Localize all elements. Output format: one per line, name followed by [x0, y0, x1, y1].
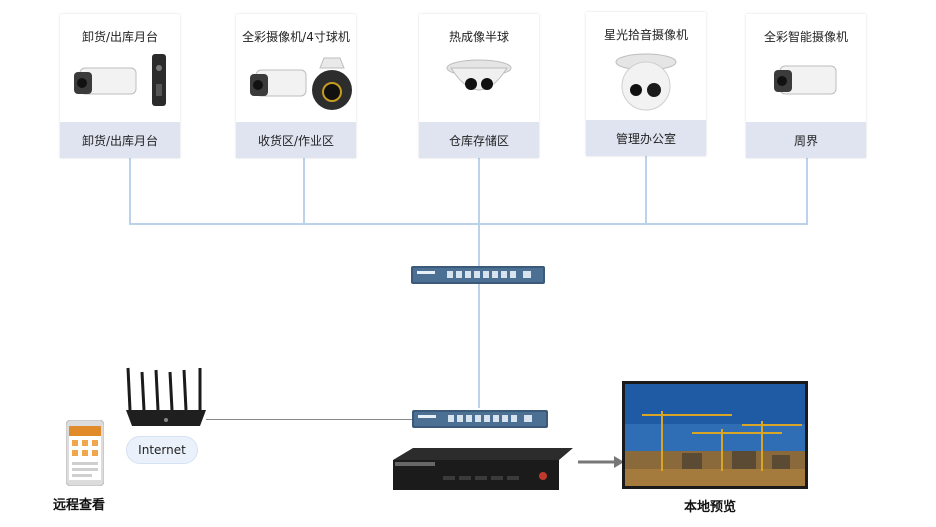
camera-card-4[interactable]: 星光拾音摄像机 管理办公室	[586, 12, 706, 156]
camera-4-location: 管理办公室	[586, 120, 706, 156]
camera-1-location: 卸货/出库月台	[60, 122, 180, 158]
camera-3-location: 仓库存储区	[419, 122, 539, 158]
nvr-recorder-icon	[393, 448, 573, 490]
turret-camera-icon	[615, 53, 677, 111]
camera-5-drop-line	[806, 158, 808, 224]
camera-5-location: 周界	[746, 122, 866, 158]
switch-to-switch-line	[478, 284, 480, 408]
thermal-dome-camera-icon	[446, 59, 512, 91]
camera-3-drop-line	[478, 158, 480, 268]
network-switch-icon	[412, 410, 548, 428]
camera-card-2[interactable]: 全彩摄像机/4寸球机 收货区/作业区	[236, 14, 356, 158]
camera-1-drop-line	[129, 158, 131, 224]
local-preview-caption: 本地预览	[684, 500, 737, 515]
wifi-router-icon	[126, 367, 206, 426]
camera-card-5[interactable]: 全彩智能摄像机 周界	[746, 14, 866, 158]
network-switch-icon	[411, 266, 545, 284]
camera-2-drop-line	[303, 158, 305, 224]
internet-cloud: Internet	[126, 436, 198, 464]
camera-4-drop-line	[645, 156, 647, 224]
bullet-camera-icon	[774, 65, 837, 95]
camera-card-1[interactable]: 卸货/出库月台 卸货/出库月台	[60, 14, 180, 158]
remote-view-caption: 远程查看	[53, 498, 106, 513]
camera-bus-line	[129, 223, 808, 225]
camera-4-title: 星光拾音摄像机	[603, 28, 688, 42]
bullet-and-dome-camera-icon	[250, 57, 352, 110]
camera-3-title: 热成像半球	[448, 30, 509, 44]
camera-5-title: 全彩智能摄像机	[763, 30, 848, 44]
internet-label: Internet	[138, 443, 186, 457]
camera-2-location: 收货区/作业区	[236, 122, 356, 158]
display-monitor-icon	[622, 381, 808, 489]
bullet-camera-and-panel-icon	[74, 54, 166, 106]
camera-1-title: 卸货/出库月台	[81, 30, 159, 44]
camera-2-title: 全彩摄像机/4寸球机	[242, 30, 350, 44]
arrow-right-icon	[578, 456, 624, 468]
router-link-line	[206, 419, 412, 420]
smartphone-icon	[66, 420, 104, 486]
camera-card-3[interactable]: 热成像半球 仓库存储区	[419, 14, 539, 158]
